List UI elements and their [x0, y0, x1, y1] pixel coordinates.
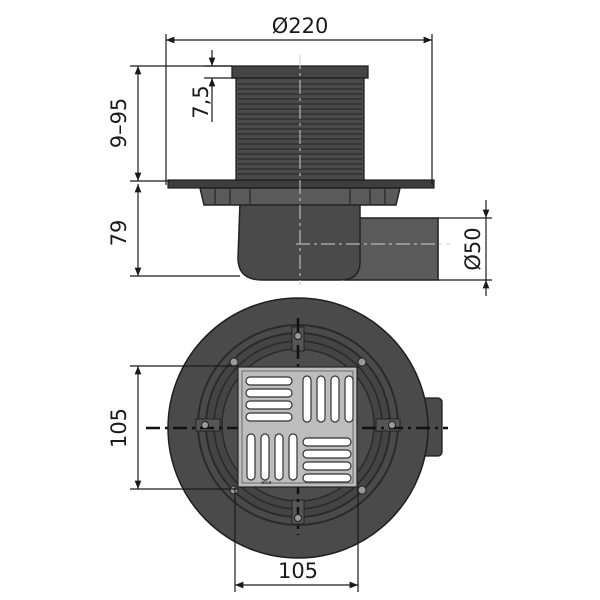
- dim-outlet-diameter: Ø50: [438, 200, 492, 296]
- flange-rib-lines: [214, 188, 386, 205]
- top-view: alca: [146, 297, 448, 559]
- drain-body: [237, 201, 361, 281]
- grate-slots: [245, 375, 354, 483]
- dim-body-height: 79: [107, 184, 240, 277]
- dim-collar: 7,5: [189, 50, 236, 122]
- side-view: [167, 55, 450, 285]
- label-grate-width: 105: [278, 559, 318, 583]
- label-body-height: 79: [107, 220, 131, 247]
- dim-height-adjust: 9–95: [107, 65, 232, 182]
- label-collar: 7,5: [189, 85, 213, 118]
- label-height-adjust: 9–95: [107, 98, 131, 149]
- label-grate-height: 105: [107, 408, 131, 448]
- dim-diameter-top: Ø220: [165, 14, 433, 185]
- dim-grate-width: 105: [234, 487, 359, 592]
- label-outlet-diameter: Ø50: [461, 227, 485, 270]
- grate-screws: [201, 332, 396, 522]
- label-diameter-top: Ø220: [272, 14, 329, 38]
- dim-grate-height: 105: [107, 365, 238, 490]
- flange-plate: [167, 179, 435, 189]
- grate-logo: alca: [261, 480, 271, 486]
